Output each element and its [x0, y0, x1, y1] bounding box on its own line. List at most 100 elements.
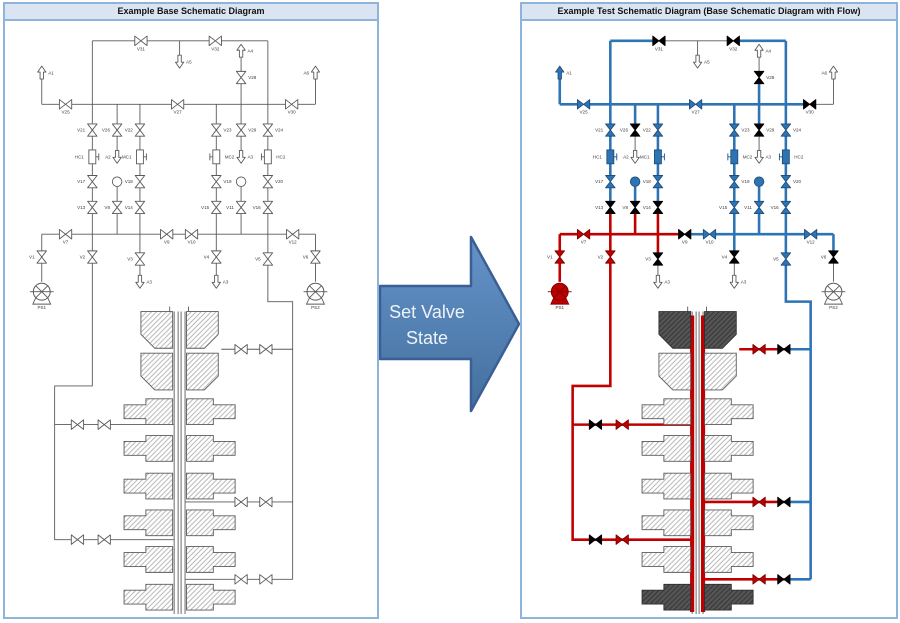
pump-PS2 — [821, 282, 846, 305]
valve-CV5a — [752, 574, 766, 585]
valve-body — [752, 496, 760, 508]
valve-body — [605, 256, 616, 264]
valve-body — [211, 200, 222, 208]
component-label: A2 — [623, 155, 629, 160]
component-label: PS1 — [37, 305, 46, 310]
valve-body — [134, 123, 146, 131]
component-label: V1 — [547, 255, 553, 260]
ram-block — [704, 435, 754, 462]
valve-body — [103, 534, 111, 545]
component-MC2 — [209, 149, 221, 165]
component-label: V11 — [744, 205, 752, 210]
pump-PS2 — [303, 282, 328, 305]
valve-body — [804, 229, 812, 240]
component-label: V9 — [682, 240, 688, 245]
valve-body — [576, 229, 584, 240]
component-label: PS2 — [311, 305, 320, 310]
component-label: V2 — [598, 255, 604, 260]
component-label: V6 — [821, 255, 827, 260]
valve-body — [752, 344, 760, 355]
valve-body — [310, 250, 321, 258]
annular-preventer-closed — [704, 311, 737, 349]
component-HC1 — [606, 149, 618, 165]
valve-body — [111, 206, 123, 215]
valve-body — [605, 175, 616, 183]
component-label: V23 — [741, 128, 750, 133]
valve-V1 — [554, 250, 565, 264]
valve-body — [753, 77, 765, 85]
port-arrow-A5 — [692, 54, 703, 69]
arrow-label-line1: Set Valve — [389, 302, 465, 322]
valve-body — [652, 129, 664, 137]
gauge-G1 — [629, 176, 641, 187]
component-label: V24 — [793, 128, 802, 133]
valve-body — [134, 206, 146, 215]
component-label: V29 — [766, 128, 775, 133]
component-label: V5 — [773, 257, 779, 262]
valve-V29 — [753, 123, 765, 137]
valve-body — [583, 99, 591, 110]
valve-body — [780, 200, 792, 208]
component-label: V4 — [722, 255, 728, 260]
valve-body — [65, 99, 73, 110]
valve-body — [111, 129, 123, 137]
component-label: V8 — [104, 205, 110, 210]
valve-V7 — [58, 229, 73, 240]
valve-body — [629, 200, 641, 208]
valve-body — [208, 35, 216, 47]
valve-body — [234, 574, 242, 585]
valve-body — [262, 252, 274, 260]
ram-block — [186, 398, 236, 426]
valve-V1 — [36, 250, 47, 264]
valve-V5 — [780, 252, 792, 266]
valve-V15 — [729, 200, 740, 215]
component-label: A3 — [664, 280, 670, 285]
valve-body — [36, 250, 47, 258]
port-arrow-A6 — [828, 65, 839, 80]
component-label: V26 — [620, 128, 629, 133]
valve-body — [262, 258, 274, 266]
valve-body — [777, 344, 785, 355]
ram-block — [641, 472, 692, 500]
component-HC2 — [778, 149, 790, 165]
component-label: PS1 — [555, 305, 564, 310]
test-schematic-panel: Example Test Schematic Diagram (Base Sch… — [520, 2, 898, 619]
component-MC2 — [727, 149, 739, 165]
valve-body — [652, 175, 664, 183]
ram-block — [641, 546, 692, 573]
valve-CV5b — [259, 574, 273, 585]
valve-body — [240, 496, 248, 508]
valve-V24 — [780, 123, 792, 137]
valve-body — [166, 229, 174, 240]
valve-body — [629, 206, 641, 215]
valve-V23 — [211, 123, 222, 137]
valve-V15 — [211, 200, 222, 215]
valve-V25 — [58, 99, 73, 110]
valve-body — [235, 77, 247, 85]
valve-body — [265, 344, 273, 355]
valve-CV2a — [70, 419, 85, 430]
valve-body — [732, 35, 740, 47]
valve-body — [621, 534, 629, 545]
valve-V4 — [211, 250, 222, 264]
valve-body — [262, 206, 274, 215]
valve-V25 — [576, 99, 591, 110]
valve-body — [265, 496, 273, 508]
port-arrow-A2 — [112, 149, 122, 164]
valve-body — [652, 123, 664, 131]
component-label: V16 — [253, 205, 262, 210]
component-label: HC2 — [276, 154, 286, 159]
valve-body — [310, 256, 321, 264]
ram-block — [641, 509, 692, 537]
component-label: HC1 — [593, 154, 603, 159]
valve-body — [160, 229, 168, 240]
component-label: HC1 — [75, 154, 85, 159]
component-label: V15 — [719, 205, 728, 210]
valve-V2 — [605, 250, 616, 264]
valve-body — [753, 200, 765, 208]
valve-body — [652, 181, 664, 189]
component-label: V25 — [62, 110, 71, 115]
